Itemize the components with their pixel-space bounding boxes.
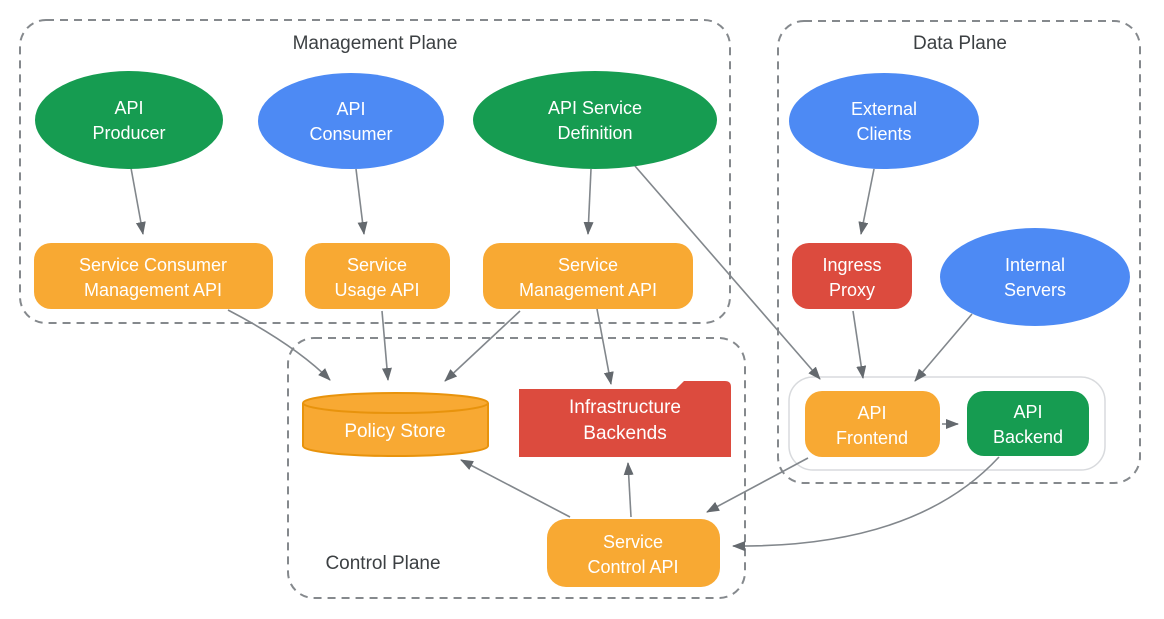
api-backend-shape	[967, 391, 1089, 456]
node-policy-store: Policy Store	[302, 392, 489, 457]
service-management-api-label-line2: Management API	[519, 280, 657, 300]
external-clients-shape	[789, 73, 979, 169]
infrastructure-backends-label-line1: Infrastructure	[569, 397, 681, 418]
edge-api-consumer-to-service-usage-api	[355, 168, 368, 235]
management-plane-title: Management Plane	[293, 33, 458, 54]
policy-store-cylinder-top	[303, 393, 488, 413]
edge-service-consumer-management-api-to-policy-store	[227, 309, 331, 381]
management-plane-box	[19, 19, 731, 324]
api-service-definition-label-line1: API Service	[548, 98, 642, 118]
edge-ingress-proxy-to-api-frontend	[852, 310, 867, 379]
infrastructure-backends-folder-shape	[519, 381, 731, 457]
edge-service-control-api-to-policy-store	[460, 459, 571, 518]
api-frontend-label-line2: Frontend	[836, 428, 908, 448]
external-clients-label-line1: External	[851, 99, 917, 119]
api-backend-label-line1: API	[1013, 402, 1042, 422]
node-external-clients: External Clients	[789, 73, 979, 169]
service-control-api-shape	[547, 519, 720, 587]
service-consumer-management-api-shape	[34, 243, 273, 309]
api-frontend-shape	[805, 391, 940, 457]
service-management-api-shape	[483, 243, 693, 309]
edge-api-service-definition-to-api-frontend	[634, 165, 821, 380]
control-plane-title: Control Plane	[325, 553, 440, 574]
edge-service-control-api-to-infrastructure-backends	[623, 462, 634, 518]
external-clients-label-line2: Clients	[856, 124, 911, 144]
edge-service-usage-api-to-policy-store	[381, 310, 392, 381]
api-consumer-label-line2: Consumer	[309, 124, 392, 144]
service-consumer-management-api-label-line1: Service Consumer	[79, 255, 227, 275]
service-usage-api-shape	[305, 243, 450, 309]
api-frontend-label-line1: API	[857, 403, 886, 423]
node-ingress-proxy: Ingress Proxy	[792, 243, 912, 309]
policy-store-cylinder-top-rim	[302, 392, 489, 414]
node-service-control-api: Service Control API	[547, 519, 720, 587]
api-service-definition-shape	[473, 71, 717, 169]
edge-internal-servers-to-api-frontend	[914, 313, 973, 382]
internal-servers-label-line1: Internal	[1005, 255, 1065, 275]
edge-api-service-definition-to-service-management-api	[583, 168, 594, 235]
internal-servers-shape	[940, 228, 1130, 326]
node-api-producer: API Producer	[35, 71, 223, 169]
api-producer-shape	[35, 71, 223, 169]
api-consumer-shape	[258, 73, 444, 169]
ingress-proxy-label-line2: Proxy	[829, 280, 875, 300]
node-api-frontend: API Frontend	[805, 391, 940, 457]
edge-service-management-api-to-infrastructure-backends	[596, 308, 614, 385]
node-infrastructure-backends: Infrastructure Backends	[519, 381, 731, 457]
node-service-management-api: Service Management API	[483, 243, 693, 309]
edge-api-frontend-to-service-control-api	[706, 457, 809, 513]
data-plane-box	[777, 20, 1141, 484]
api-service-definition-label-line2: Definition	[557, 123, 632, 143]
policy-store-label: Policy Store	[344, 421, 445, 442]
edge-api-producer-to-service-consumer-management-api	[130, 167, 146, 235]
service-consumer-management-api-label-line2: Management API	[84, 280, 222, 300]
edge-api-backend-to-service-control-api	[732, 456, 1000, 552]
policy-store-cylinder-body	[303, 403, 488, 457]
service-control-api-label-line2: Control API	[587, 557, 678, 577]
edge-service-management-api-to-policy-store	[444, 310, 521, 382]
control-plane-box	[287, 337, 746, 599]
ingress-proxy-shape	[792, 243, 912, 309]
node-api-service-definition: API Service Definition	[473, 71, 717, 169]
service-control-api-label-line1: Service	[603, 532, 663, 552]
ingress-proxy-label-line1: Ingress	[822, 255, 881, 275]
node-api-consumer: API Consumer	[258, 73, 444, 169]
policy-store-cylinder-outline	[302, 403, 489, 457]
data-plane-title: Data Plane	[913, 33, 1007, 54]
node-internal-servers: Internal Servers	[940, 228, 1130, 326]
api-backend-label-line2: Backend	[993, 427, 1063, 447]
node-service-usage-api: Service Usage API	[305, 243, 450, 309]
node-service-consumer-management-api: Service Consumer Management API	[34, 243, 273, 309]
api-consumer-label-line1: API	[336, 99, 365, 119]
service-usage-api-label-line2: Usage API	[334, 280, 419, 300]
infrastructure-backends-label-line2: Backends	[583, 423, 666, 444]
api-producer-label-line2: Producer	[92, 123, 165, 143]
edge-external-clients-to-ingress-proxy	[858, 168, 875, 235]
service-management-api-label-line1: Service	[558, 255, 618, 275]
node-api-backend: API Backend	[967, 391, 1089, 456]
internal-servers-label-line2: Servers	[1004, 280, 1066, 300]
service-usage-api-label-line1: Service	[347, 255, 407, 275]
api-producer-label-line1: API	[114, 98, 143, 118]
